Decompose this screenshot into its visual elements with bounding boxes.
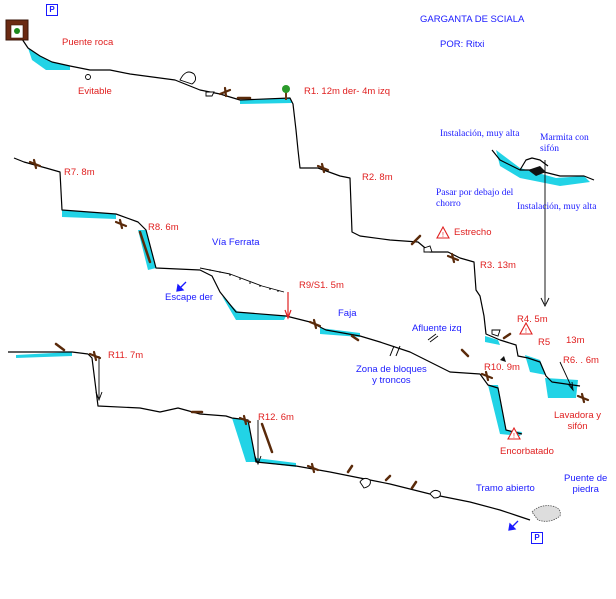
label-r8: R8. 6m — [148, 222, 179, 233]
pool-detail — [496, 150, 590, 186]
pool-r7 — [62, 210, 116, 219]
diagram-title: GARGANTA DE SCIALA — [420, 14, 525, 25]
label-evitable: Evitable — [78, 86, 112, 97]
boulder-pile-icon — [531, 505, 561, 522]
rappel-arrows — [95, 160, 574, 466]
boulder-icon — [423, 245, 433, 253]
boulder-icon — [359, 477, 371, 489]
boulder-icon — [205, 91, 215, 97]
warning-icon — [507, 426, 521, 440]
label-r6: R6. . 6m — [563, 355, 599, 366]
anchor-markers — [28, 86, 590, 474]
label-r12: R12. 6m — [258, 412, 294, 423]
label-r5-height: 13m — [566, 335, 585, 346]
diagram-author: POR: Ritxi — [440, 39, 485, 50]
ferrata-cable — [209, 269, 279, 292]
label-marmita: Marmita con sifón — [540, 133, 589, 154]
label-encorbatado: Encorbatado — [500, 446, 554, 457]
via-ferrata-slope — [199, 267, 285, 293]
label-r9: R9/S1. 5m — [299, 280, 344, 291]
label-instalacion-top: Instalación, muy alta — [440, 129, 520, 139]
label-r11: R11. 7m — [108, 350, 144, 361]
tree-icon — [282, 85, 290, 100]
wall-section-3 — [8, 351, 531, 521]
pool-r11 — [16, 352, 72, 358]
boulder-icon — [491, 329, 501, 337]
label-puente-piedra: Puente de piedra — [564, 473, 608, 495]
label-via-ferrata: Vía Ferrata — [212, 237, 260, 248]
pool-start — [28, 48, 70, 70]
label-r1: R1. 12m der- 4m izq — [304, 86, 391, 97]
boulder-icon — [179, 71, 197, 85]
label-lavadora: Lavadora y sifón — [554, 410, 602, 432]
label-afluente: Afluente izq — [412, 323, 462, 334]
evitable-swirl-icon — [85, 74, 91, 80]
boulders — [179, 71, 501, 499]
pool-r5 — [525, 355, 546, 375]
afluente-icon — [427, 333, 439, 343]
svg-text:!: ! — [442, 232, 444, 239]
label-escape: Escape der — [165, 292, 214, 303]
parking-icon: P — [531, 532, 543, 544]
label-r3: R3. 13m — [480, 260, 516, 271]
label-pasar-chorro: Pasar por debajo del chorro — [436, 188, 514, 209]
svg-text:!: ! — [513, 433, 515, 440]
canyon-walls — [8, 35, 595, 521]
pool-ferrata — [222, 296, 286, 320]
label-r2: R2. 8m — [362, 172, 393, 183]
warning-icon — [436, 225, 450, 239]
bloques-marks — [389, 345, 401, 357]
label-zona-bloques: Zona de bloques y troncos — [356, 364, 427, 386]
warning-icons — [436, 225, 533, 440]
warning-icon — [519, 321, 533, 335]
label-faja: Faja — [338, 308, 357, 319]
detail-dark-pool — [528, 166, 546, 176]
pool-r3 — [485, 336, 500, 345]
label-r4: R4. 5m — [517, 314, 548, 325]
svg-text:!: ! — [525, 328, 527, 335]
boulder-icon — [429, 489, 441, 499]
log-markers — [54, 96, 512, 490]
pool-r12 — [232, 418, 256, 462]
label-r7: R7. 8m — [64, 167, 95, 178]
pool-r10 — [488, 385, 522, 436]
rappel-arrow-r9-head — [284, 309, 292, 320]
label-tramo-abierto: Tramo abierto — [476, 483, 535, 494]
wall-section-2 — [13, 157, 523, 435]
label-instalacion-bottom: Instalación, muy alta — [517, 202, 597, 212]
water-pools — [16, 48, 590, 467]
parking-icon: P — [46, 4, 58, 16]
label-r10: R10. 9m — [484, 362, 520, 373]
marmita-dark — [500, 356, 506, 362]
label-puente-roca: Puente roca — [62, 37, 114, 48]
start-hut-icon — [5, 19, 29, 41]
label-r5: R5 — [538, 337, 551, 348]
wall-section-1 — [19, 35, 581, 387]
label-estrecho: Estrecho — [454, 227, 492, 238]
escape-arrows — [176, 281, 519, 531]
